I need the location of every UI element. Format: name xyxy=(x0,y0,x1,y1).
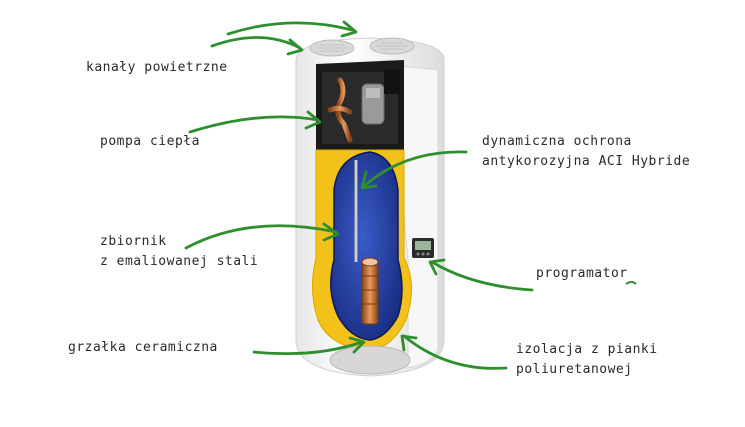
enamelled-tank xyxy=(330,151,403,341)
label-aci-line2: antykorozyjna ACI Hybride xyxy=(482,154,691,169)
arrow-tank-icon xyxy=(184,222,340,250)
label-air-channels: kanały powietrzne xyxy=(86,58,228,78)
label-tank: zbiornik z emaliowanej stali xyxy=(100,232,258,272)
label-insulation-line2: poliuretanowej xyxy=(516,362,633,377)
copper-pipes xyxy=(327,73,357,143)
label-aci-line1: dynamiczna ochrona xyxy=(482,134,632,149)
tick-mark xyxy=(625,281,637,285)
arrow-air-channels-icon xyxy=(210,20,358,56)
arrow-programmer-icon xyxy=(428,258,534,292)
label-insulation: izolacja z pianki poliuretanowej xyxy=(516,340,658,380)
label-air-channels-text: kanały powietrzne xyxy=(86,60,228,75)
arrow-aci-icon xyxy=(360,150,468,190)
ceramic-heater xyxy=(361,257,379,325)
heat-pump-compartment xyxy=(316,60,404,150)
label-aci: dynamiczna ochrona antykorozyjna ACI Hyb… xyxy=(482,132,690,172)
programmer-display-icon xyxy=(412,238,434,258)
label-heat-pump: pompa ciepła xyxy=(100,132,200,152)
arrow-insulation-icon xyxy=(400,334,508,370)
label-tank-line2: z emaliowanej stali xyxy=(100,254,259,269)
label-insulation-line1: izolacja z pianki xyxy=(516,342,658,357)
arrow-heat-pump-icon xyxy=(188,110,322,134)
label-programmer: programator xyxy=(536,264,628,284)
label-programmer-text: programator xyxy=(536,266,628,281)
label-ceramic-heater: grzałka ceramiczna xyxy=(68,338,218,358)
arrow-ceramic-heater-icon xyxy=(252,336,366,356)
label-ceramic-heater-text: grzałka ceramiczna xyxy=(68,340,218,355)
label-tank-line1: zbiornik xyxy=(100,234,167,249)
casing-base xyxy=(329,345,411,375)
label-heat-pump-text: pompa ciepła xyxy=(100,134,200,149)
